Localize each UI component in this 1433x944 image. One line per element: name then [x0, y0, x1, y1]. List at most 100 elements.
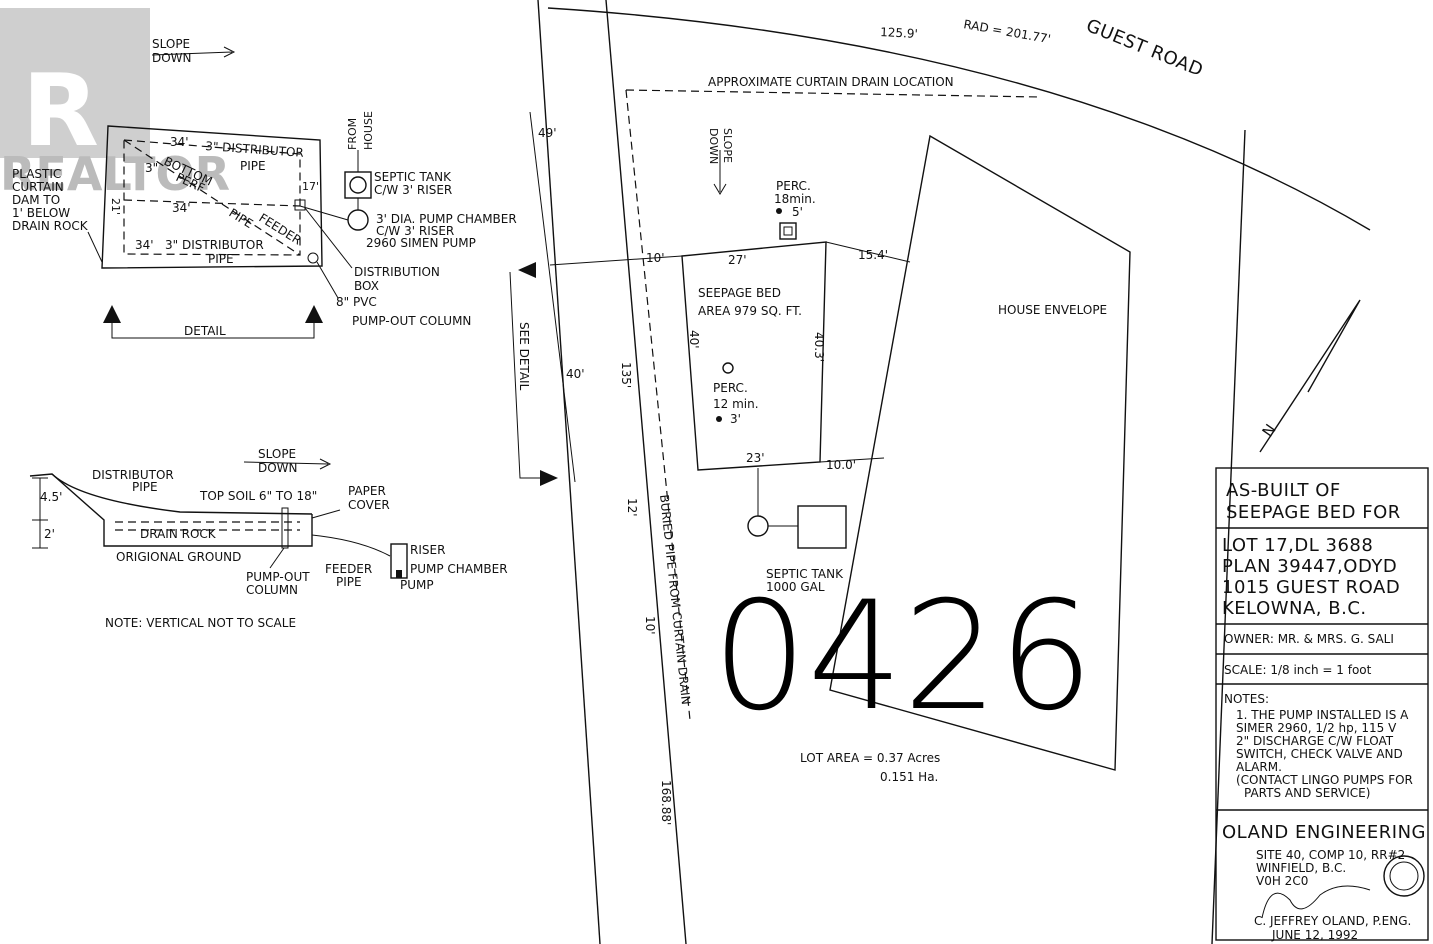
lot-line4: KELOWNA, B.C. — [1222, 598, 1367, 619]
curtain-dam-line4: 1' BELOW — [12, 206, 70, 220]
pvc-line2: PUMP-OUT COLUMN — [352, 314, 471, 328]
road-name: GUEST ROAD — [1083, 15, 1206, 81]
site-slope-line2: DOWN — [707, 128, 720, 164]
detail-bed-outline — [101, 125, 323, 269]
dim-15-4: 15.4' — [858, 248, 888, 262]
north-label: N — [1259, 421, 1280, 441]
pvc-column-icon — [307, 252, 319, 264]
note-line3: 2" DISCHARGE C/W FLOAT — [1236, 734, 1394, 748]
detail-pipe-bottom-line2: PIPE — [208, 252, 234, 266]
realtor-logo: R REALTOR — [0, 8, 230, 201]
seepage-bed-title: SEEPAGE BED — [698, 286, 781, 300]
dim-40-3: 40.3' — [812, 332, 826, 362]
detail-three-inch: 3" — [145, 161, 158, 175]
see-detail-arrow-bottom-icon — [540, 470, 558, 486]
section-slope-line2: DOWN — [258, 461, 298, 475]
detail-width-left: 21' — [109, 198, 122, 215]
lot-line1: LOT 17,DL 3688 — [1222, 535, 1373, 556]
perc1-label: PERC. — [776, 179, 811, 193]
detail-chamber-line2: C/W 3' RISER — [376, 224, 454, 238]
site-septic-tank-icon — [797, 505, 847, 549]
detail-cut-line — [111, 323, 315, 339]
distribution-box-leader — [304, 207, 353, 269]
perc2-hole-icon — [722, 362, 734, 374]
site-pump-chamber-icon — [747, 515, 769, 537]
detail-chamber-line3: 2960 SIMEN PUMP — [366, 236, 476, 250]
section-slope-arrow-icon — [243, 458, 332, 470]
from-house-line2: HOUSE — [362, 111, 375, 150]
dim-27: 27' — [728, 253, 747, 267]
title-line2: SEEPAGE BED FOR — [1226, 502, 1401, 523]
detail-pipe-top-line2: PIPE — [240, 159, 266, 173]
lot-line3: 1015 GUEST ROAD — [1222, 577, 1400, 598]
lot-line2: PLAN 39447,ODYD — [1222, 556, 1397, 577]
section-riser: RISER — [410, 543, 445, 557]
road-arc — [547, 7, 1371, 231]
drawing-date: JUNE 12, 1992 — [1271, 928, 1358, 942]
title-line1: AS-BUILT OF — [1226, 480, 1341, 501]
section-height-1: 4.5' — [40, 490, 62, 504]
section-height-2: 2' — [44, 527, 55, 541]
dim-line-10-0 — [819, 457, 885, 463]
detail-slope-line1: SLOPE — [152, 37, 190, 51]
engineer-seal — [1383, 855, 1425, 897]
note-line6: (CONTACT LINGO PUMPS FOR — [1236, 773, 1413, 787]
detail-label: DETAIL — [184, 324, 226, 338]
section-top-soil: TOP SOIL 6" TO 18" — [199, 489, 317, 503]
section-note: NOTE: VERTICAL NOT TO SCALE — [105, 616, 296, 630]
detail-width-right: 17' — [302, 180, 319, 193]
house-envelope-outline — [829, 134, 1131, 771]
distribution-box-icon — [294, 199, 306, 211]
curtain-dam-line3: DAM TO — [12, 193, 60, 207]
septic-riser-icon — [349, 176, 367, 194]
detail-septic-line2: C/W 3' RISER — [374, 183, 452, 197]
detail-dim-bottom: 34' — [135, 238, 154, 252]
pump-out-leader — [269, 547, 285, 569]
detail-septic-line1: SEPTIC TANK — [374, 170, 452, 184]
north-arrow-icon — [1259, 299, 1361, 453]
section-arrow-left-icon — [103, 305, 121, 323]
dim-49: 49' — [538, 126, 557, 140]
tank-pipes — [757, 468, 847, 527]
chamber-feeder-pipe — [299, 205, 349, 221]
firm-address-line1: SITE 40, COMP 10, RR#2 — [1256, 848, 1405, 862]
dim-line-135 — [529, 111, 576, 483]
realtor-watermark: REALTOR — [0, 147, 230, 201]
dim-40-outer: 40' — [566, 367, 585, 381]
lot-area-hectares: 0.151 Ha. — [880, 770, 938, 784]
section-feeder-line1: FEEDER — [325, 562, 372, 576]
site-septic-line2: 1000 GAL — [766, 580, 825, 594]
slope-arrow-icon — [151, 46, 236, 58]
detail-slope-line2: DOWN — [152, 51, 192, 65]
note-line4: SWITCH, CHECK VALVE AND — [1236, 747, 1403, 761]
distribution-box-line2: BOX — [354, 279, 379, 293]
section-arrow-right-icon — [305, 305, 323, 323]
perc1-riser-icon — [779, 222, 797, 240]
title-block-frame — [1215, 467, 1429, 941]
title-block: AS-BUILT OF SEEPAGE BED FOR LOT 17,DL 36… — [1215, 467, 1429, 942]
scale-label: SCALE: 1/8 inch = 1 foot — [1224, 663, 1372, 677]
section-height-dim — [32, 477, 48, 549]
owner-label: OWNER: MR. & MRS. G. SALI — [1224, 632, 1394, 646]
dim-10-lower: 10' — [643, 616, 657, 635]
perc2-time: 12 min. — [713, 397, 759, 411]
firm-address-line2: WINFIELD, B.C. — [1256, 861, 1346, 875]
site-slope-arrow-icon — [713, 150, 727, 195]
curtain-dam-leader — [87, 231, 103, 263]
curtain-dam-line2: CURTAIN — [12, 180, 64, 194]
engineer-signature — [1261, 885, 1371, 919]
notes-heading: NOTES: — [1224, 692, 1269, 706]
section-ground-label: ORIGIONAL GROUND — [116, 550, 241, 564]
detail-chamber-line1: 3' DIA. PUMP CHAMBER — [376, 212, 517, 226]
detail-dim-top: 34' — [170, 135, 189, 149]
section-pump-out-line1: PUMP-OUT — [246, 570, 310, 584]
see-detail-label: SEE DETAIL — [517, 322, 531, 391]
detail-section-view: SLOPE DOWN DISTRIBUTOR PIPE TOP SOIL 6" … — [29, 447, 508, 630]
curtain-dam-line5: DRAIN ROCK — [12, 219, 89, 233]
section-distributor-line2: PIPE — [132, 480, 158, 494]
lot-east-boundary — [1211, 129, 1246, 944]
curtain-drain-line — [625, 89, 1041, 98]
site-septic-line1: SEPTIC TANK — [766, 567, 844, 581]
dim-10-top: 10' — [646, 251, 665, 265]
